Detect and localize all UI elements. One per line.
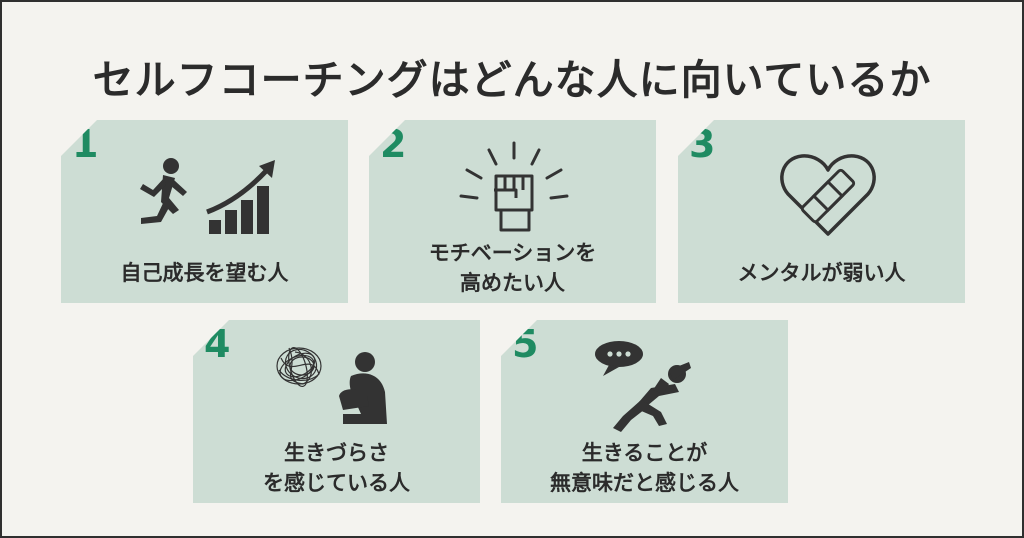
card-2: 2 モチベーションを 高めたい人 — [369, 120, 656, 303]
card-5: 5 生きることが 無意味だと感じる人 — [501, 320, 788, 503]
reclining-person-speech-bubble-icon — [595, 341, 691, 432]
card-label: メンタルが弱い人 — [737, 261, 906, 285]
card-number: 5 — [512, 322, 539, 366]
page-title: セルフコーチングはどんな人に向いているか — [92, 56, 932, 104]
card-label: 生きづらさ を感じている人 — [263, 441, 410, 495]
card-number: 1 — [72, 122, 99, 166]
card-4: 4 生きづらさ を感じている人 — [193, 320, 480, 503]
card-label: 自己成長を望む人 — [120, 261, 289, 285]
card-label: 生きることが 無意味だと感じる人 — [550, 441, 739, 495]
card-number: 2 — [380, 122, 407, 166]
card-number: 3 — [689, 122, 716, 166]
running-person-growth-chart-icon — [140, 158, 275, 234]
card-3: 3 メンタルが弱い人 — [678, 120, 965, 303]
raised-fist-icon — [459, 141, 569, 232]
bandaged-heart-icon — [780, 154, 876, 236]
card-label: モチベーションを 高めたい人 — [428, 241, 597, 295]
card-number: 4 — [204, 322, 231, 366]
card-1: 1 自己成長を望む人 — [61, 120, 348, 303]
tangled-thoughts-sitting-person-icon — [276, 346, 387, 424]
